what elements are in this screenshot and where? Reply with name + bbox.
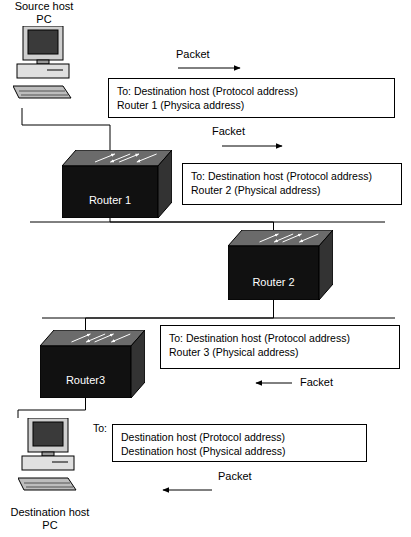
router-arrow	[95, 334, 114, 342]
router-name: Router3	[40, 374, 131, 386]
monitor-stand	[37, 60, 49, 64]
monitor	[23, 26, 63, 60]
address-line: To: Destination host (Protocol address)	[191, 169, 393, 183]
keyboard	[13, 86, 71, 98]
packet-label: Packet	[218, 470, 252, 482]
drive-slot	[52, 462, 68, 463]
router-node: Router 1	[62, 150, 172, 218]
key-row	[21, 95, 68, 96]
router-side	[158, 150, 172, 218]
packet-label: Facket	[212, 125, 245, 137]
keyboard	[18, 478, 76, 490]
system-unit	[22, 456, 74, 470]
packet-arrow	[222, 146, 282, 147]
router-arrow	[299, 234, 318, 242]
monitor	[28, 418, 68, 452]
router-node: Router3	[40, 330, 145, 398]
router-side	[131, 330, 145, 398]
router-side	[319, 230, 333, 300]
address-box: To: Destination host (Protocol address)R…	[160, 325, 400, 369]
router-arrow	[110, 154, 130, 162]
address-box: To:Destination host (Protocol address)De…	[112, 424, 367, 462]
router-front	[40, 346, 131, 398]
packet-label: Facket	[300, 376, 333, 388]
router-arrow	[260, 234, 279, 242]
network-link	[18, 398, 86, 418]
router-name: Router 1	[62, 194, 158, 206]
packet-arrow	[163, 490, 212, 491]
host-label: Destination host PC	[4, 506, 96, 532]
host-label: Source host PC	[8, 0, 80, 26]
address-line: Destination host (Protocol address)	[121, 430, 358, 444]
monitor-stand	[42, 452, 54, 456]
router-shape	[228, 230, 333, 300]
router-node: Router 2	[228, 230, 333, 300]
key-row	[26, 487, 73, 488]
router-top	[40, 330, 145, 346]
pc-shape	[13, 26, 75, 106]
router-arrow	[274, 234, 293, 242]
router-top	[228, 230, 333, 246]
drive-slot	[47, 70, 63, 71]
router-top	[62, 150, 172, 166]
address-line: To: Destination host (Protocol address)	[117, 84, 386, 98]
network-link	[110, 218, 274, 230]
router-name: Router 2	[228, 276, 319, 288]
router-front	[62, 166, 158, 218]
key-row	[24, 483, 70, 484]
screen	[33, 422, 63, 446]
packet-arrow	[256, 383, 292, 384]
router-arrow	[86, 334, 105, 342]
router-shape	[62, 150, 172, 218]
host-pc: Source host PC	[8, 0, 80, 108]
screen	[28, 30, 58, 54]
address-line: Router 2 (Physical address)	[191, 183, 393, 197]
router-arrow	[111, 334, 130, 342]
address-line: Destination host (Physical address)	[121, 444, 358, 458]
address-box: To: Destination host (Protocol address)R…	[182, 163, 402, 205]
router-arrow	[283, 234, 302, 242]
router-arrow	[72, 334, 91, 342]
address-line: To:	[93, 421, 107, 435]
router-arrow	[95, 154, 115, 162]
address-box: To: Destination host (Protocol address)R…	[108, 78, 395, 118]
address-line: Router 1 (Physica address)	[117, 98, 386, 112]
router-arrow	[119, 154, 139, 162]
pc-illustration	[18, 418, 76, 490]
system-unit	[17, 64, 69, 78]
pc-illustration	[13, 26, 71, 98]
router-arrow	[137, 154, 157, 162]
network-link	[22, 108, 110, 150]
address-line: Router 3 (Physical address)	[169, 345, 391, 359]
router-shape	[40, 330, 145, 398]
host-pc: Destination host PC	[4, 418, 96, 537]
router-front	[228, 246, 319, 300]
address-line: To: Destination host (Protocol address)	[169, 331, 391, 345]
packet-arrow	[178, 68, 240, 69]
packet-label: Packet	[176, 48, 210, 60]
key-row	[19, 91, 65, 92]
pc-shape	[18, 418, 80, 498]
